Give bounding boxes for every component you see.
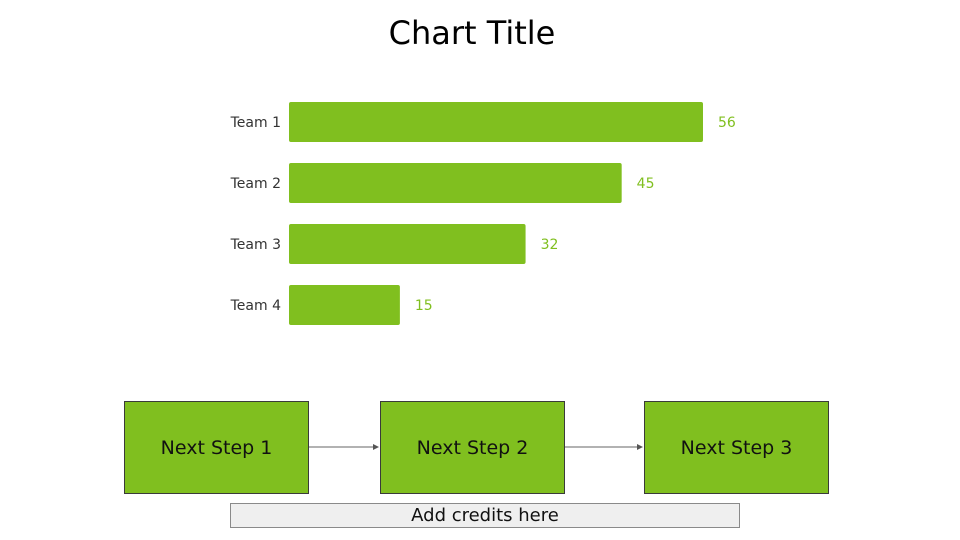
bar	[289, 102, 703, 142]
bar	[289, 224, 526, 264]
category-label: Team 2	[230, 176, 281, 192]
bar	[289, 163, 622, 203]
bar	[289, 285, 400, 325]
category-label: Team 1	[230, 115, 281, 131]
category-label: Team 3	[230, 237, 281, 253]
data-label: 15	[415, 298, 433, 314]
next-step-3-box[interactable]: Next Step 3	[644, 401, 829, 494]
next-step-1-box[interactable]: Next Step 1	[124, 401, 309, 494]
data-label: 32	[541, 237, 559, 253]
credits-box[interactable]: Add credits here	[230, 503, 740, 528]
chart-title: Chart Title	[388, 14, 556, 52]
data-label: 56	[718, 115, 736, 131]
next-step-2-box[interactable]: Next Step 2	[380, 401, 565, 494]
data-label: 45	[637, 176, 655, 192]
category-label: Team 4	[230, 298, 281, 314]
